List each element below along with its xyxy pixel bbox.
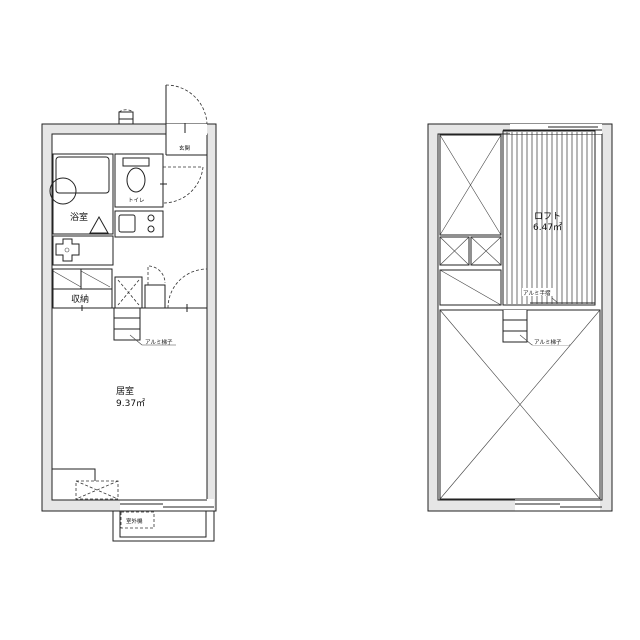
kitchen-counter — [114, 210, 164, 238]
loft-label: ロフト — [534, 212, 561, 222]
loft — [506, 132, 593, 304]
outdoor-unit-label: 室外機 — [126, 517, 143, 525]
living-room-label: 居室 — [116, 385, 134, 397]
loft-ladder — [502, 310, 528, 343]
toilet-label: トイレ — [128, 198, 145, 204]
air-conditioner — [75, 480, 119, 500]
balcony — [112, 511, 215, 542]
bathroom — [52, 153, 114, 235]
floor2-plan: ロフト 6.47㎡ アルミ手摺 アルミ梯子 — [427, 123, 613, 512]
loft-area: 6.47㎡ — [533, 222, 562, 233]
handrail-label: アルミ手摺 — [523, 289, 551, 297]
bathtub — [55, 156, 110, 194]
balcony-window[interactable] — [120, 499, 214, 512]
washing-machine-space — [52, 235, 114, 266]
ladder-label: アルミ梯子 — [145, 338, 173, 346]
sink — [118, 214, 136, 233]
toilet-room — [114, 153, 164, 208]
floor1-plan: 玄関 浴室 トイレ 収納 — [41, 84, 217, 542]
washbasin — [49, 177, 77, 205]
entrance-door-swing — [165, 84, 208, 125]
ladder — [113, 308, 141, 341]
bathroom-label: 浴室 — [70, 211, 88, 223]
living-room-area: 9.37㎡ — [116, 398, 145, 409]
storage-label: 収納 — [71, 293, 89, 305]
entrance-label: 玄関 — [179, 144, 191, 152]
loft-ladder-label: アルミ梯子 — [534, 338, 562, 346]
outdoor-unit — [120, 511, 155, 529]
toilet-bowl — [126, 167, 146, 193]
